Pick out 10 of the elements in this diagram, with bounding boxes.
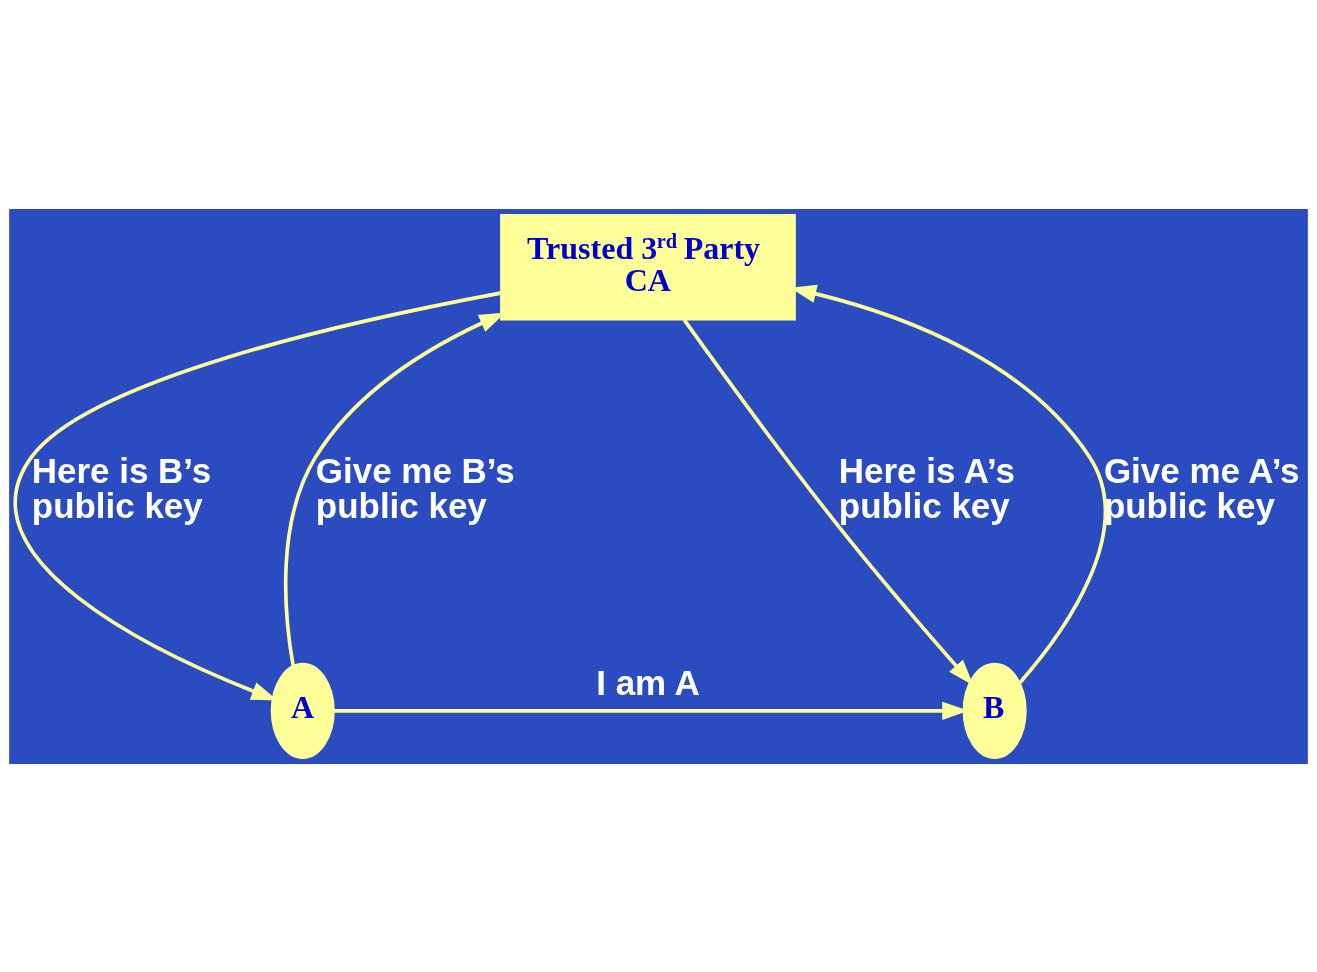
edge-label: I am A — [596, 662, 700, 702]
node-ellipse: A — [270, 662, 335, 759]
edge-label: Here is A’s public key — [838, 450, 1015, 525]
node-box: Trusted 3$^{rd}$ Party CA — [500, 213, 796, 320]
edge-label: Here is B’s public key — [31, 450, 212, 525]
node-ellipse: B — [962, 662, 1027, 759]
edge-label: Give me A’s public key — [1103, 450, 1300, 525]
arrow — [14, 290, 501, 701]
arrow — [682, 318, 974, 685]
edge-label: Give me B’s public key — [315, 450, 515, 525]
